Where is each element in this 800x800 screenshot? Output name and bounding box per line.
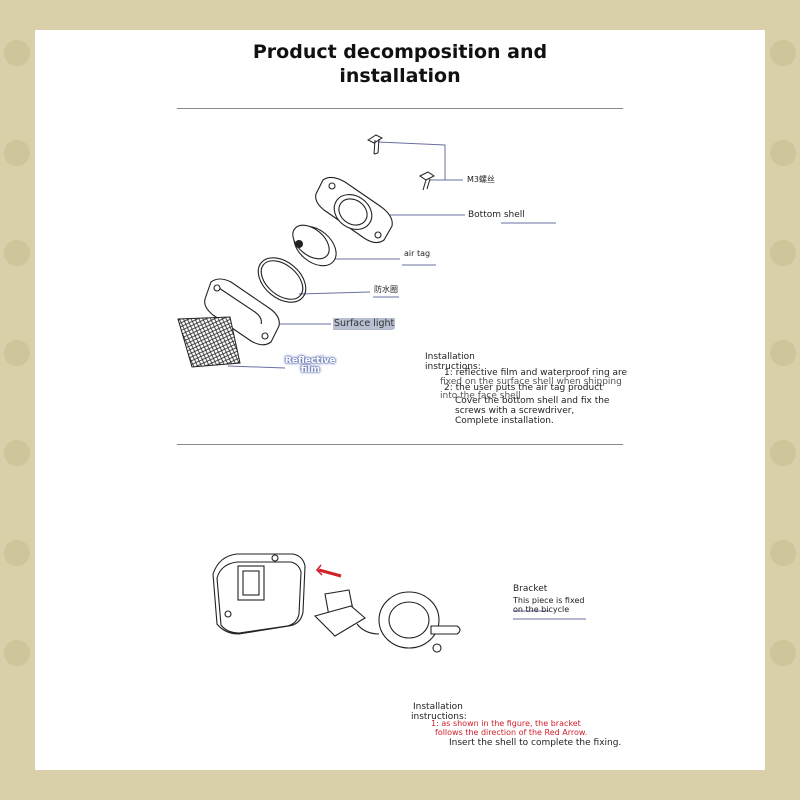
instruction-line: fixed on the surface shell when shipping [440, 377, 622, 387]
waterproof-ring-label: 防水圈 [374, 285, 398, 294]
waterproof-ring-drawing [257, 257, 307, 303]
title-line-2: installation [339, 65, 461, 87]
m3-screw-label: M3螺丝 [467, 175, 495, 184]
instructions-heading-2: instructions: [425, 362, 481, 372]
exploded-view-diagram [177, 134, 586, 653]
instruction-line-red: 1: as shown in the figure, the bracket [431, 719, 581, 728]
instructions-heading: Installation [425, 352, 475, 362]
screw-right-icon [419, 171, 435, 191]
bracket-note-line-1: This piece is fixed [513, 596, 585, 605]
top-divider [177, 108, 623, 109]
background-dot [770, 140, 796, 166]
instruction-line: 2: the user puts the air tag product [444, 383, 603, 393]
middle-divider [177, 444, 623, 445]
reflective-film-drawing [177, 316, 241, 368]
instruction-line: Insert the shell to complete the fixing. [449, 738, 622, 748]
bracket-drawing [313, 589, 461, 653]
instruction-line: 1: reflective film and waterproof ring a… [444, 368, 628, 378]
background-dot [770, 440, 796, 466]
background-dot [4, 140, 30, 166]
reflective-label-line-2: film [300, 365, 320, 375]
bottom-shell-drawing [315, 176, 393, 244]
background-dot [770, 40, 796, 66]
instruction-line: Complete installation. [455, 416, 554, 426]
background-dot [4, 440, 30, 466]
bottom-shell-label: Bottom shell [468, 210, 525, 220]
screw-top-icon [366, 134, 384, 155]
instruction-line: Cover the bottom shell and fix the [455, 396, 610, 406]
background-dot [770, 340, 796, 366]
background-dot [4, 40, 30, 66]
background-dot [4, 240, 30, 266]
air-tag-drawing [292, 224, 337, 267]
instruction-line: screws with a screwdriver, [455, 406, 575, 416]
instructions-heading: Installation [413, 702, 463, 712]
bracket-note-line-2: on the bicycle [513, 605, 570, 614]
reflective-film-label: Reflective film [285, 357, 336, 375]
title-line-1: Product decomposition and [252, 41, 548, 63]
background-dot [770, 540, 796, 566]
background-dot [4, 540, 30, 566]
mount-shell-drawing [212, 553, 306, 635]
reflective-label-line-1: Reflective [285, 356, 336, 366]
leader-lines [227, 141, 586, 620]
bracket-label: Bracket [513, 584, 548, 594]
background-dot [4, 340, 30, 366]
air-tag-label: air tag [404, 249, 431, 258]
background-dot [770, 240, 796, 266]
instructions-heading-2: instructions: [411, 712, 467, 722]
surface-light-label: Surface light [333, 318, 396, 329]
background-dot [770, 640, 796, 666]
page-title: Product decomposition and installation [35, 40, 765, 88]
surface-shell-drawing [204, 278, 280, 346]
product-card: Product decomposition and installation [35, 30, 765, 770]
instruction-line: into the face shell [440, 391, 521, 401]
instruction-line-red: follows the direction of the Red Arrow. [435, 728, 588, 737]
background-dot [4, 640, 30, 666]
